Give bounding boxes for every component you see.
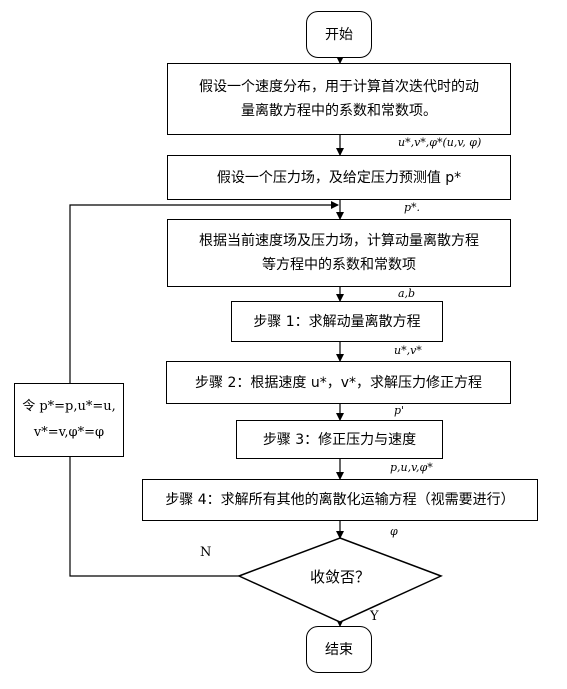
assume-velocity-box: 假设一个速度分布，用于计算首次迭代时的动 量离散方程中的系数和常数项。	[167, 63, 511, 135]
compute-coeffs-line1: 根据当前速度场及压力场，计算动量离散方程	[199, 233, 479, 249]
assume-pressure-box: 假设一个压力场，及给定压力预测值 p*	[167, 155, 511, 200]
update-line1: 令 p*=p,u*=u,	[22, 399, 116, 414]
step3-box: 步骤 3：修正压力与速度	[236, 420, 443, 459]
compute-coeffs-line2: 等方程中的系数和常数项	[262, 257, 416, 273]
loop-line-update-to-coeffs	[69, 201, 339, 383]
step4-box: 步骤 4：求解所有其他的离散化运输方程（视需要进行）	[142, 479, 538, 521]
step1-box: 步骤 1：求解动量离散方程	[231, 301, 443, 342]
annotation-step2-vars: p'	[394, 404, 405, 417]
step4-label: 步骤 4：求解所有其他的离散化运输方程（视需要进行）	[165, 492, 515, 508]
assume-velocity-line1: 假设一个速度分布，用于计算首次迭代时的动	[199, 79, 479, 95]
loop-line-no-to-update	[69, 457, 239, 577]
annotation-coeffs-vars: a,b	[398, 287, 416, 300]
annotation-velocity-vars: u*,v*,φ*(u,v, φ)	[398, 136, 482, 149]
start-label: 开始	[325, 26, 353, 43]
annotation-step1-vars: u*,v*	[394, 344, 422, 357]
decision-label: 收敛否？	[309, 568, 370, 586]
end-label: 结束	[325, 641, 353, 658]
step1-label: 步骤 1：求解动量离散方程	[253, 313, 421, 330]
step2-label: 步骤 2：根据速度 u*，v*，求解压力修正方程	[195, 374, 482, 391]
no-branch-label: N	[200, 545, 212, 560]
annotation-step3-vars: p,u,v,φ*	[390, 461, 433, 474]
assume-pressure-label: 假设一个压力场，及给定压力预测值 p*	[216, 169, 462, 186]
annotation-pressure-vars: p*.	[404, 201, 421, 214]
update-line2: v*=v,φ*=φ	[33, 425, 105, 440]
assume-velocity-line2: 量离散方程中的系数和常数项。	[241, 103, 437, 119]
start-node: 开始	[306, 11, 372, 58]
annotation-step4-vars: φ	[390, 525, 398, 538]
decision-diamond	[237, 537, 443, 623]
compute-coeffs-box: 根据当前速度场及压力场，计算动量离散方程 等方程中的系数和常数项	[167, 219, 511, 287]
step2-box: 步骤 2：根据速度 u*，v*，求解压力修正方程	[166, 361, 511, 404]
step3-label: 步骤 3：修正压力与速度	[262, 431, 417, 448]
yes-branch-label: Y	[370, 609, 379, 624]
update-variables-box: 令 p*=p,u*=u, v*=v,φ*=φ	[14, 383, 124, 457]
end-node: 结束	[306, 626, 372, 673]
